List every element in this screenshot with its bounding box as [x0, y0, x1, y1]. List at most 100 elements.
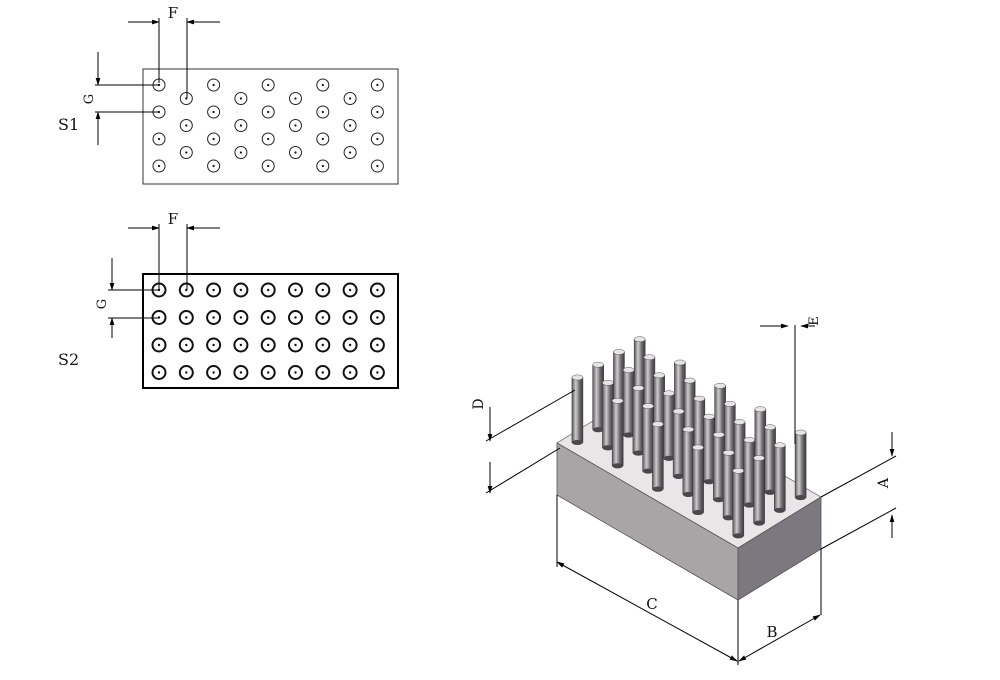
iso-pin-body	[672, 411, 685, 477]
iso-pin-foot	[723, 515, 735, 521]
iso-pin-top	[643, 354, 656, 361]
iso-dim-d-label: D	[471, 398, 487, 409]
iso-pin-top	[743, 437, 756, 443]
s1-pin-center-dot	[267, 110, 270, 114]
s2-dim-f-label: F	[168, 210, 178, 228]
s1-view-label: S1	[58, 115, 79, 134]
iso-pin-foot	[642, 468, 654, 474]
iso-pin-foot	[703, 479, 715, 485]
s2-pin-center-dot	[239, 316, 243, 319]
s1-pin-center-dot	[349, 151, 352, 154]
s1-pin-center-dot	[267, 137, 270, 141]
s1-pin-pattern	[152, 78, 384, 173]
s2-pin-center-dot	[267, 371, 270, 374]
s1-pin-center-dot	[321, 164, 324, 168]
view-s1: F G S1	[58, 4, 399, 185]
s2-pin-center-dot	[321, 343, 324, 347]
iso-pin-top	[652, 421, 664, 427]
iso-pin-body	[652, 423, 664, 490]
iso-pin-foot	[623, 432, 635, 438]
iso-pin-top	[571, 374, 584, 381]
iso-pin-top	[774, 442, 786, 449]
iso-pin-body	[663, 393, 675, 459]
iso-pin-foot	[774, 507, 786, 513]
s1-pin-center-dot	[321, 110, 324, 114]
s2-pin-center-dot	[185, 343, 188, 347]
s1-pin-center-dot	[185, 151, 188, 154]
s2-pin-center-dot	[185, 316, 188, 319]
iso-pin-foot	[673, 473, 685, 479]
iso-pin-foot	[743, 502, 755, 508]
iso-dim-a-label: A	[876, 477, 892, 489]
s1-pin-center-dot	[321, 137, 324, 141]
iso-pin-top	[653, 372, 665, 379]
iso-pin-foot	[732, 533, 744, 539]
s1-pin-center-dot	[376, 110, 379, 114]
iso-pin-body	[743, 439, 756, 506]
iso-pin-top	[753, 455, 765, 461]
iso-pin-top	[611, 397, 624, 404]
iso-pin-top	[613, 349, 625, 355]
s2-pin-center-dot	[294, 343, 297, 347]
s2-pin-center-dot	[294, 371, 297, 374]
iso-pin-top	[633, 336, 646, 343]
s1-pin-center-dot	[212, 137, 215, 141]
s1-dim-f-label: F	[168, 4, 178, 22]
s2-pin-center-dot	[267, 343, 270, 347]
iso-pin-body	[703, 416, 715, 482]
s1-pin-center-dot	[321, 83, 324, 87]
s2-base-outline	[142, 273, 399, 389]
s2-pin-center-dot	[185, 371, 188, 374]
iso-pin-body	[764, 427, 776, 493]
s1-pin-center-dot	[157, 137, 161, 141]
iso-pin-foot	[713, 497, 725, 503]
iso-dim-e-label: E	[807, 316, 822, 326]
iso-pin-body	[571, 377, 584, 443]
s2-pin-center-dot	[348, 316, 352, 319]
s2-pin-center-dot	[239, 343, 243, 347]
s1-dim-g-label: G	[82, 94, 97, 104]
iso-pin-body	[732, 470, 745, 537]
s2-pin-center-dot	[294, 288, 297, 292]
s1-pin-center-dot	[239, 124, 242, 127]
iso-pin-top	[733, 419, 746, 425]
iso-pin-foot	[602, 445, 614, 451]
iso-pin-top	[602, 379, 614, 386]
s1-pin-center-dot	[239, 97, 242, 100]
s2-pin-pattern	[151, 282, 385, 380]
iso-pin-array	[571, 336, 807, 539]
s2-pin-center-dot	[348, 343, 352, 347]
iso-pin-top	[713, 431, 725, 438]
iso-pin-body	[602, 382, 614, 448]
s2-pin-center-dot	[267, 288, 270, 292]
s1-pin-center-dot	[349, 97, 352, 100]
iso-pin-top	[703, 413, 715, 420]
iso-pin-body	[592, 364, 604, 430]
iso-dim-c-label: C	[646, 595, 657, 613]
s2-pin-center-dot	[157, 371, 161, 374]
s2-pin-center-dot	[157, 343, 161, 347]
iso-pin-top	[764, 424, 776, 431]
s2-pin-center-dot	[321, 288, 324, 292]
s2-pin-center-dot	[376, 371, 379, 374]
s1-pin-center-dot	[376, 83, 379, 87]
iso-pin-top	[622, 367, 635, 373]
iso-pin-foot	[764, 489, 776, 495]
s1-pin-center-dot	[212, 164, 215, 168]
iso-pin-top	[692, 444, 704, 451]
iso-pin-top	[674, 359, 686, 366]
s2-pin-center-dot	[376, 316, 379, 319]
iso-pin-top	[632, 385, 645, 391]
iso-pin-foot	[663, 455, 675, 461]
iso-pin-foot	[632, 450, 644, 456]
s2-dim-g-label: G	[95, 299, 110, 309]
iso-pin-body	[632, 387, 645, 454]
iso-pin-top	[663, 390, 675, 397]
s2-pin-center-dot	[212, 371, 215, 374]
iso-pin-foot	[692, 509, 704, 516]
iso-pin-body	[722, 452, 735, 518]
iso-pin-foot	[753, 520, 765, 526]
iso-pin-top	[724, 401, 736, 407]
s2-pin-center-dot	[212, 316, 215, 319]
